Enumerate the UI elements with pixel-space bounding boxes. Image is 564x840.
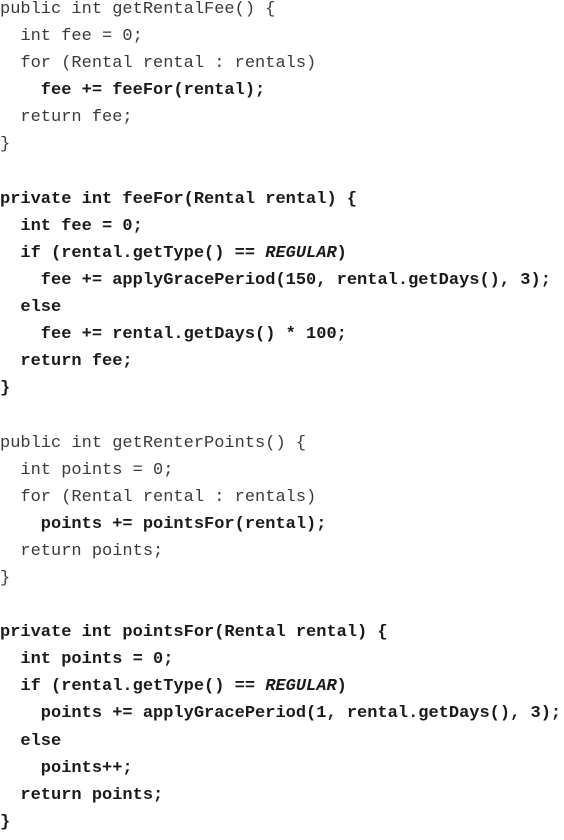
code-text: public int getRenterPoints() { [0,433,307,453]
code-line: private int pointsFor(Rental rental) { [0,623,564,650]
code-line: else [0,298,564,325]
code-text: return points; [0,541,164,561]
code-text: } [0,135,11,155]
code-text: ) [336,243,347,263]
code-text: public int getRentalFee() { [0,0,276,19]
code-text: fee += applyGracePeriod(150, rental.getD… [0,270,551,290]
code-text: } [0,568,11,588]
code-text: fee += feeFor(rental); [0,81,266,101]
code-text: } [0,812,11,832]
code-text: points++; [0,758,133,778]
code-line: int fee = 0; [0,217,564,244]
code-text: int points = 0; [0,460,174,480]
code-line: if (rental.getType() == REGULAR) [0,677,564,704]
code-line [0,596,564,623]
code-constant: REGULAR [265,243,337,263]
code-text: for (Rental rental : rentals) [0,487,317,507]
code-text: if (rental.getType() == [0,677,266,697]
code-line [0,163,564,190]
code-line: } [0,813,564,840]
code-line: for (Rental rental : rentals) [0,54,564,81]
code-line: public int getRentalFee() { [0,0,564,27]
code-line: points += applyGracePeriod(1, rental.get… [0,704,564,731]
code-line: } [0,135,564,162]
code-text: int fee = 0; [0,27,143,47]
code-line: fee += rental.getDays() * 100; [0,325,564,352]
code-text: ) [336,677,347,697]
code-line [0,406,564,433]
code-text: else [0,731,62,751]
code-text: private int feeFor(Rental rental) { [0,189,358,209]
code-line: return fee; [0,352,564,379]
code-line: return points; [0,786,564,813]
code-line: private int feeFor(Rental rental) { [0,190,564,217]
code-text: int points = 0; [0,650,174,670]
code-line: } [0,569,564,596]
code-text: points += applyGracePeriod(1, rental.get… [0,704,562,724]
code-line: fee += feeFor(rental); [0,81,564,108]
code-line: return points; [0,542,564,569]
code-line: return fee; [0,108,564,135]
code-line: int points = 0; [0,650,564,677]
code-text: int fee = 0; [0,216,143,236]
code-text: return points; [0,785,164,805]
code-text: return fee; [0,352,133,372]
code-line: int points = 0; [0,461,564,488]
code-text: if (rental.getType() == [0,243,266,263]
code-line: int fee = 0; [0,27,564,54]
code-text: else [0,298,62,318]
code-line: public int getRenterPoints() { [0,434,564,461]
code-text: return fee; [0,108,133,128]
code-line: for (Rental rental : rentals) [0,488,564,515]
code-text: } [0,379,11,399]
code-text: points += pointsFor(rental); [0,514,327,534]
code-line: points += pointsFor(rental); [0,515,564,542]
code-constant: REGULAR [265,677,337,697]
code-text: for (Rental rental : rentals) [0,54,317,74]
code-line: points++; [0,759,564,786]
code-text: private int pointsFor(Rental rental) { [0,623,388,643]
code-line: if (rental.getType() == REGULAR) [0,244,564,271]
code-line: fee += applyGracePeriod(150, rental.getD… [0,271,564,298]
code-line: else [0,732,564,759]
code-text: fee += rental.getDays() * 100; [0,325,347,345]
code-line: } [0,379,564,406]
